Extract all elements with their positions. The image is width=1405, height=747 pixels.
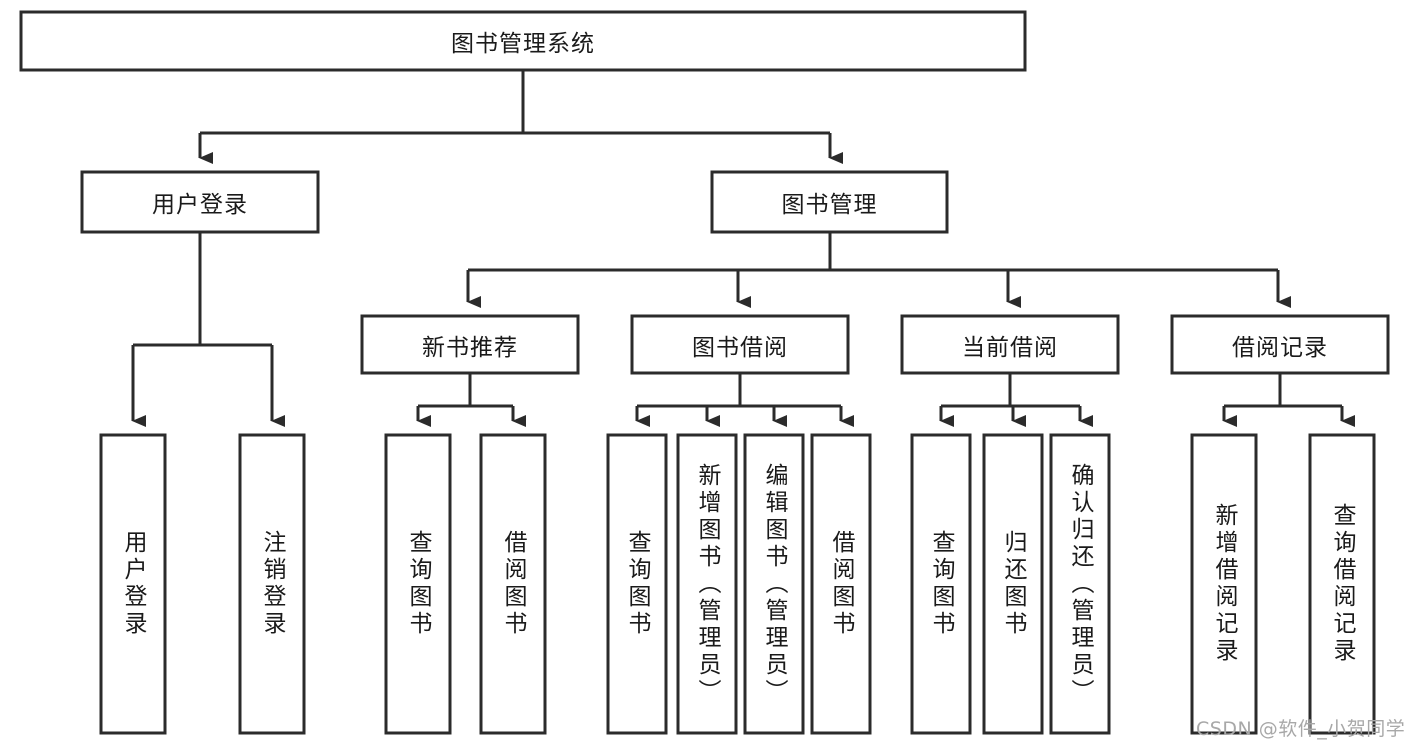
node-box-leaf-add-book-admin[interactable] bbox=[676, 433, 738, 735]
node-box-book-borrow[interactable] bbox=[630, 314, 850, 375]
node-box-leaf-borrow-book-rec[interactable] bbox=[479, 433, 547, 735]
node-box-new-book-recommend[interactable] bbox=[360, 314, 580, 375]
node-box-leaf-edit-book-admin[interactable] bbox=[743, 433, 805, 735]
node-box-leaf-confirm-return-admin[interactable] bbox=[1049, 433, 1111, 735]
node-box-leaf-user-logout[interactable] bbox=[238, 433, 306, 735]
node-box-user-login[interactable] bbox=[80, 170, 320, 234]
node-box-book-manage[interactable] bbox=[710, 170, 949, 234]
node-box-leaf-user-login[interactable] bbox=[99, 433, 167, 735]
node-box-leaf-return-book[interactable] bbox=[982, 433, 1044, 735]
node-box-leaf-query-book-borrow[interactable] bbox=[606, 433, 668, 735]
node-box-leaf-borrow-book[interactable] bbox=[810, 433, 872, 735]
node-box-leaf-query-book-rec[interactable] bbox=[384, 433, 452, 735]
node-box-leaf-add-borrow-record[interactable] bbox=[1190, 433, 1258, 735]
node-box-leaf-query-book-current[interactable] bbox=[910, 433, 972, 735]
node-box-current-borrow[interactable] bbox=[900, 314, 1120, 375]
node-box-borrow-record[interactable] bbox=[1170, 314, 1390, 375]
node-box-root[interactable] bbox=[19, 10, 1027, 72]
csdn-watermark: CSDN @软件_小贺同学 bbox=[1196, 718, 1405, 740]
node-box-leaf-query-borrow-record[interactable] bbox=[1308, 433, 1376, 735]
